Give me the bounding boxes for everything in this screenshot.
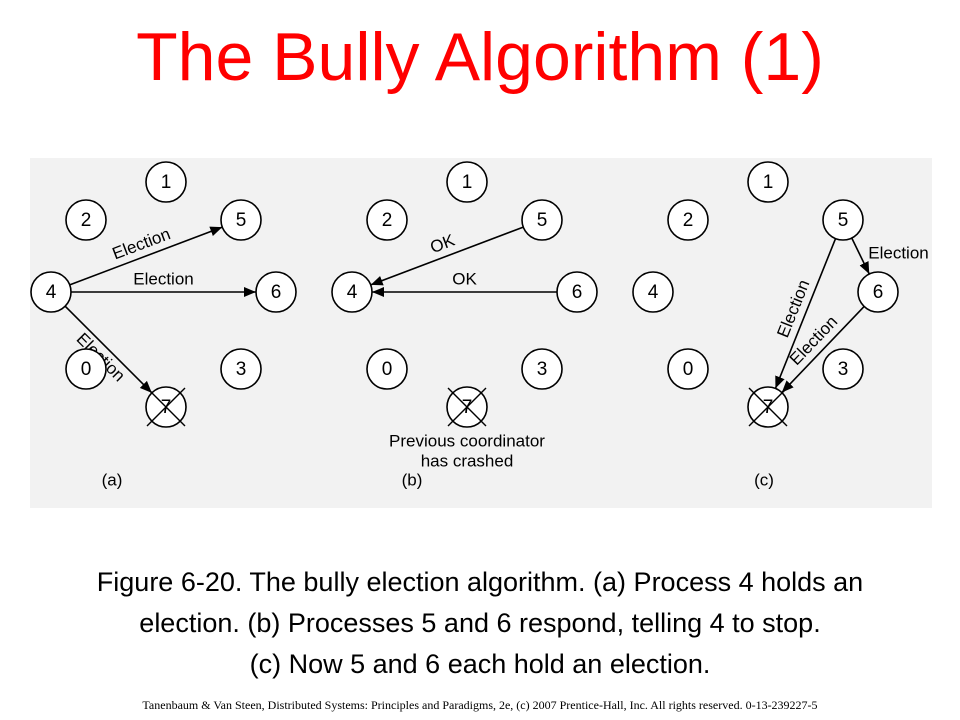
process-node-1: 1 — [145, 161, 187, 203]
process-id-label: 6 — [271, 282, 282, 303]
message-arrow-5-to-7 — [774, 238, 837, 389]
process-id-label: 4 — [46, 282, 57, 303]
process-circle — [667, 348, 709, 390]
process-circle — [556, 271, 598, 313]
process-circle — [446, 161, 488, 203]
message-arrow-5-to-6 — [851, 237, 870, 275]
figure-caption: Figure 6-20. The bully election algorith… — [20, 562, 940, 685]
caption-line-2: election. (b) Processes 5 and 6 respond,… — [139, 608, 821, 638]
process-node-5: 5 — [822, 199, 864, 241]
process-circle — [145, 161, 187, 203]
process-id-label: 5 — [537, 210, 548, 231]
panel-label: (a) — [102, 470, 123, 489]
process-id-label: 3 — [236, 359, 247, 380]
process-id-label: 5 — [838, 210, 849, 231]
panel-a: ElectionElectionElection01234567(a) — [30, 161, 297, 489]
process-node-5: 5 — [220, 199, 262, 241]
process-node-4: 4 — [30, 271, 72, 313]
process-node-7: 7 — [145, 386, 187, 428]
process-circle — [255, 271, 297, 313]
process-node-1: 1 — [747, 161, 789, 203]
panel-label: (c) — [754, 470, 774, 489]
caption-line-3: (c) Now 5 and 6 each hold an election. — [249, 649, 711, 679]
process-id-label: 3 — [838, 359, 849, 380]
process-node-3: 3 — [822, 348, 864, 390]
process-circle — [366, 348, 408, 390]
process-node-2: 2 — [65, 199, 107, 241]
process-id-label: 0 — [81, 359, 92, 380]
process-node-0: 0 — [366, 348, 408, 390]
process-circle — [220, 348, 262, 390]
process-node-6: 6 — [556, 271, 598, 313]
process-node-5: 5 — [521, 199, 563, 241]
process-id-label: 2 — [683, 210, 694, 231]
process-circle — [521, 348, 563, 390]
message-label: Election — [133, 269, 193, 288]
process-node-7: 7 — [446, 386, 488, 428]
process-node-2: 2 — [366, 199, 408, 241]
process-node-0: 0 — [667, 348, 709, 390]
process-id-label: 4 — [347, 282, 358, 303]
process-circle — [65, 199, 107, 241]
message-arrow-4-to-5 — [69, 226, 223, 286]
process-node-6: 6 — [255, 271, 297, 313]
process-circle — [747, 161, 789, 203]
process-node-4: 4 — [632, 271, 674, 313]
process-circle — [220, 199, 262, 241]
message-arrow-4-to-7 — [64, 305, 153, 394]
process-id-label: 3 — [537, 359, 548, 380]
process-id-label: 0 — [683, 359, 694, 380]
process-id-label: 1 — [161, 172, 172, 193]
message-arrow-5-to-4 — [370, 226, 524, 286]
process-node-6: 6 — [857, 271, 899, 313]
crash-note-line: Previous coordinator — [389, 431, 545, 450]
process-circle — [331, 271, 373, 313]
process-id-label: 2 — [81, 210, 92, 231]
cross-icon — [748, 387, 788, 427]
process-circle — [366, 199, 408, 241]
process-id-label: 6 — [572, 282, 583, 303]
process-id-label: 5 — [236, 210, 247, 231]
figure-panel — [30, 158, 932, 508]
process-id-label: 0 — [382, 359, 393, 380]
cross-icon — [447, 387, 487, 427]
message-label: OK — [452, 269, 477, 288]
process-node-1: 1 — [446, 161, 488, 203]
process-node-2: 2 — [667, 199, 709, 241]
panel-c: ElectionElectionElection01234567(c) — [632, 161, 929, 489]
process-id-label: 2 — [382, 210, 393, 231]
process-node-0: 0 — [65, 348, 107, 390]
caption-line-1: Figure 6-20. The bully election algorith… — [96, 567, 864, 597]
process-circle — [822, 199, 864, 241]
process-circle — [65, 348, 107, 390]
process-node-7: 7 — [747, 386, 789, 428]
process-circle — [30, 271, 72, 313]
process-circle — [667, 199, 709, 241]
process-id-label: 1 — [462, 172, 473, 193]
process-id-label: 6 — [873, 282, 884, 303]
process-id-label: 1 — [763, 172, 774, 193]
process-circle — [632, 271, 674, 313]
cross-icon — [146, 387, 186, 427]
process-circle — [521, 199, 563, 241]
process-node-3: 3 — [521, 348, 563, 390]
panel-label: (b) — [402, 470, 423, 489]
slide-title: The Bully Algorithm (1) — [136, 19, 824, 95]
process-circle — [857, 271, 899, 313]
copyright-footer: Tanenbaum & Van Steen, Distributed Syste… — [142, 698, 818, 712]
process-node-4: 4 — [331, 271, 373, 313]
message-label: Election — [868, 243, 928, 262]
crash-note-line: has crashed — [421, 451, 514, 470]
process-circle — [822, 348, 864, 390]
process-id-label: 4 — [648, 282, 659, 303]
process-node-3: 3 — [220, 348, 262, 390]
message-arrow-6-to-7 — [781, 305, 865, 394]
